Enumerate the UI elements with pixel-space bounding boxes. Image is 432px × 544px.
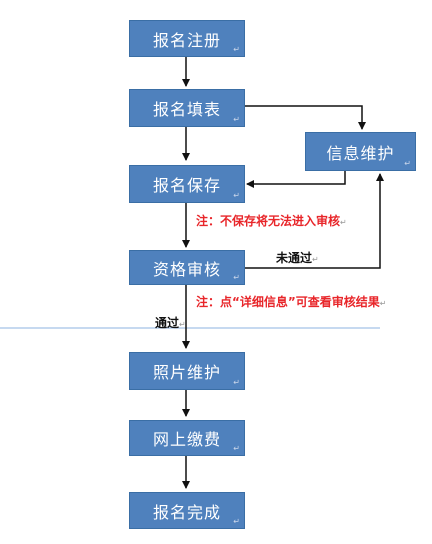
node-info-maintain: 信息维护 ↵ [305, 132, 416, 171]
node-review-label: 资格审核 [152, 259, 221, 279]
para-mark: ↵ [179, 320, 186, 329]
node-register: 报名注册 ↵ [129, 20, 245, 57]
passed-label: 通过↵ [155, 314, 186, 331]
para-mark: ↵ [379, 299, 387, 308]
para-mark: ↵ [233, 378, 241, 387]
node-payment-label: 网上缴费 [152, 430, 221, 449]
node-complete-label: 报名完成 [152, 502, 221, 522]
not-passed-text: 未通过 [276, 251, 313, 265]
node-payment: 网上缴费 ↵ [129, 420, 245, 456]
node-register-label: 报名注册 [152, 30, 221, 50]
para-mark: ↵ [233, 517, 241, 526]
detail-hint-text: 注：点“详细信息”可查看审核结果 [196, 295, 380, 309]
para-mark: ↵ [312, 255, 319, 264]
node-save-label: 报名保存 [152, 176, 221, 195]
para-mark: ↵ [233, 273, 241, 282]
para-mark: ↵ [340, 218, 347, 227]
node-info-maintain-label: 信息维护 [326, 143, 395, 163]
node-complete: 报名完成 ↵ [129, 492, 245, 529]
node-fill-form: 报名填表 ↵ [129, 89, 245, 127]
para-mark: ↵ [404, 159, 412, 168]
node-photo-label: 照片维护 [152, 363, 221, 382]
passed-text: 通过 [155, 316, 180, 330]
node-fill-form-label: 报名填表 [152, 100, 221, 119]
node-review: 资格审核 ↵ [129, 250, 245, 285]
save-warning-text: 注：不保存将无法进入审核 [196, 214, 341, 228]
detail-hint-note: 注：点“详细信息”可查看审核结果↵ [196, 293, 386, 310]
node-save: 报名保存 ↵ [129, 165, 245, 203]
para-mark: ↵ [233, 115, 241, 124]
arrow-review-to-info [245, 173, 384, 269]
save-warning-note: 注：不保存将无法进入审核↵ [196, 212, 347, 229]
arrow-fill-to-info [245, 105, 366, 130]
para-mark: ↵ [233, 444, 241, 453]
node-photo: 照片维护 ↵ [129, 352, 245, 390]
arrow-info-to-save [246, 171, 346, 188]
para-mark: ↵ [233, 45, 241, 54]
para-mark: ↵ [233, 191, 241, 200]
not-passed-label: 未通过↵ [276, 249, 319, 266]
